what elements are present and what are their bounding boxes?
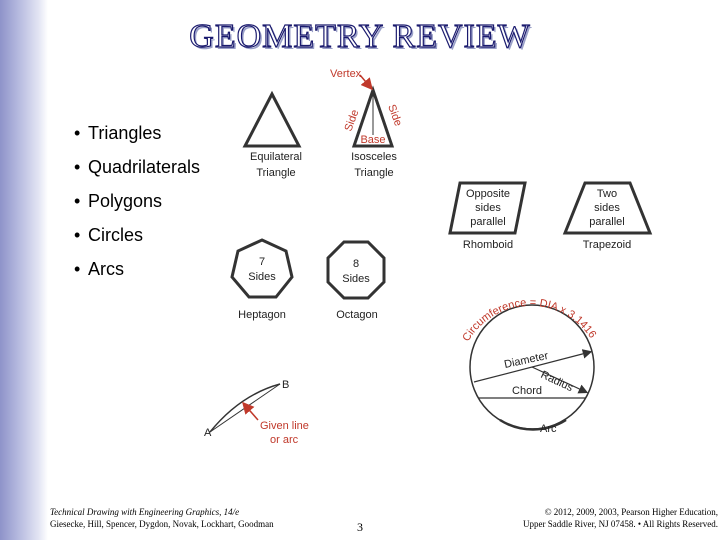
point-b-label: B: [282, 379, 289, 391]
trapezoid-text-1: Two: [597, 188, 617, 200]
trapezoid-shape: [562, 181, 653, 235]
given-line-arrow: [242, 401, 259, 421]
isosceles-label-line1: Isosceles: [351, 151, 397, 163]
radius-label: Radius: [539, 369, 576, 395]
bullet-item: • Quadrilaterals: [74, 156, 200, 190]
footer-book-title: Technical Drawing with Engineering Graph…: [50, 507, 240, 517]
diameter-label: Diameter: [503, 350, 549, 371]
equilateral-label-line2: Triangle: [256, 167, 295, 179]
bullet-text: Circles: [88, 225, 144, 245]
bullet-text: Arcs: [88, 259, 124, 279]
footer-authors: Giesecke, Hill, Spencer, Dygdon, Novak, …: [50, 519, 274, 529]
slide-title: GEOMETRY REVIEW: [189, 17, 531, 55]
circumference-label: Circumference = DIA x 3.1416: [460, 297, 598, 344]
trapezoid-label: Trapezoid: [583, 239, 632, 251]
rhomboid-shape: [448, 181, 527, 235]
bullet-item: • Arcs: [74, 258, 200, 292]
bullet-dot: •: [74, 259, 81, 279]
bullet-dot: •: [74, 157, 81, 177]
circumference-label-path: Circumference = DIA x 3.1416: [460, 297, 598, 344]
given-line-label-2: or arc: [270, 434, 299, 446]
octagon-number: 8: [353, 258, 359, 270]
isosceles-triangle-shape: [351, 85, 395, 148]
bullet-dot: •: [74, 225, 81, 245]
point-a-label: A: [204, 427, 212, 439]
bullet-text: Quadrilaterals: [88, 157, 201, 177]
bullet-text: Triangles: [88, 123, 162, 143]
footer-copyright-line1: © 2012, 2009, 2003, Pearson Higher Educa…: [544, 507, 718, 517]
footer-copyright: © 2012, 2009, 2003, Pearson Higher Educa…: [470, 506, 718, 530]
heptagon-shape: [230, 238, 294, 299]
rhomboid-label: Rhomboid: [463, 239, 513, 251]
slide-sidebar-gradient: [0, 0, 48, 540]
rhomboid-text-3: parallel: [470, 216, 505, 228]
given-arc-curve: [209, 383, 281, 433]
heptagon-number: 7: [259, 256, 265, 268]
bullet-dot: •: [74, 123, 81, 143]
trapezoid-text-3: parallel: [589, 216, 624, 228]
bullet-list: • Triangles • Quadrilaterals • Polygons • Ci…: [74, 122, 200, 292]
octagon-label: Octagon: [336, 309, 378, 321]
rhomboid-text-1: Opposite: [466, 188, 510, 200]
isosceles-label-line2: Triangle: [354, 167, 393, 179]
bullet-text: Polygons: [88, 191, 163, 211]
octagon-shape: [326, 240, 386, 300]
given-line-label-1: Given line: [260, 420, 309, 432]
footer-book-citation: Technical Drawing with Engineering Graph…: [50, 506, 280, 540]
equilateral-triangle-shape: [242, 90, 302, 148]
footer-copyright-line2: Upper Saddle River, NJ 07458. • All Righ…: [522, 519, 718, 529]
chord-label: Chord: [512, 385, 542, 397]
octagon-sides-text: Sides: [342, 273, 370, 285]
rhomboid-text-2: sides: [475, 202, 501, 214]
trapezoid-text-2: sides: [594, 202, 620, 214]
bullet-dot: •: [74, 191, 81, 211]
base-label: Base: [360, 134, 385, 146]
heptagon-label: Heptagon: [238, 309, 286, 321]
page-number: 3: [357, 520, 363, 534]
bullet-item: • Polygons: [74, 190, 200, 224]
vertex-arrow: [359, 74, 373, 91]
arc-segment: [499, 418, 567, 431]
arc-label: Arc: [540, 423, 557, 435]
heptagon-sides-text: Sides: [248, 271, 276, 283]
side-right-label: Side: [385, 103, 404, 128]
vertex-label: Vertex: [330, 68, 362, 80]
bullet-item: • Circles: [74, 224, 200, 258]
radius-line: [531, 366, 589, 394]
equilateral-label-line1: Equilateral: [250, 151, 302, 163]
bullet-item: • Triangles: [74, 122, 200, 156]
